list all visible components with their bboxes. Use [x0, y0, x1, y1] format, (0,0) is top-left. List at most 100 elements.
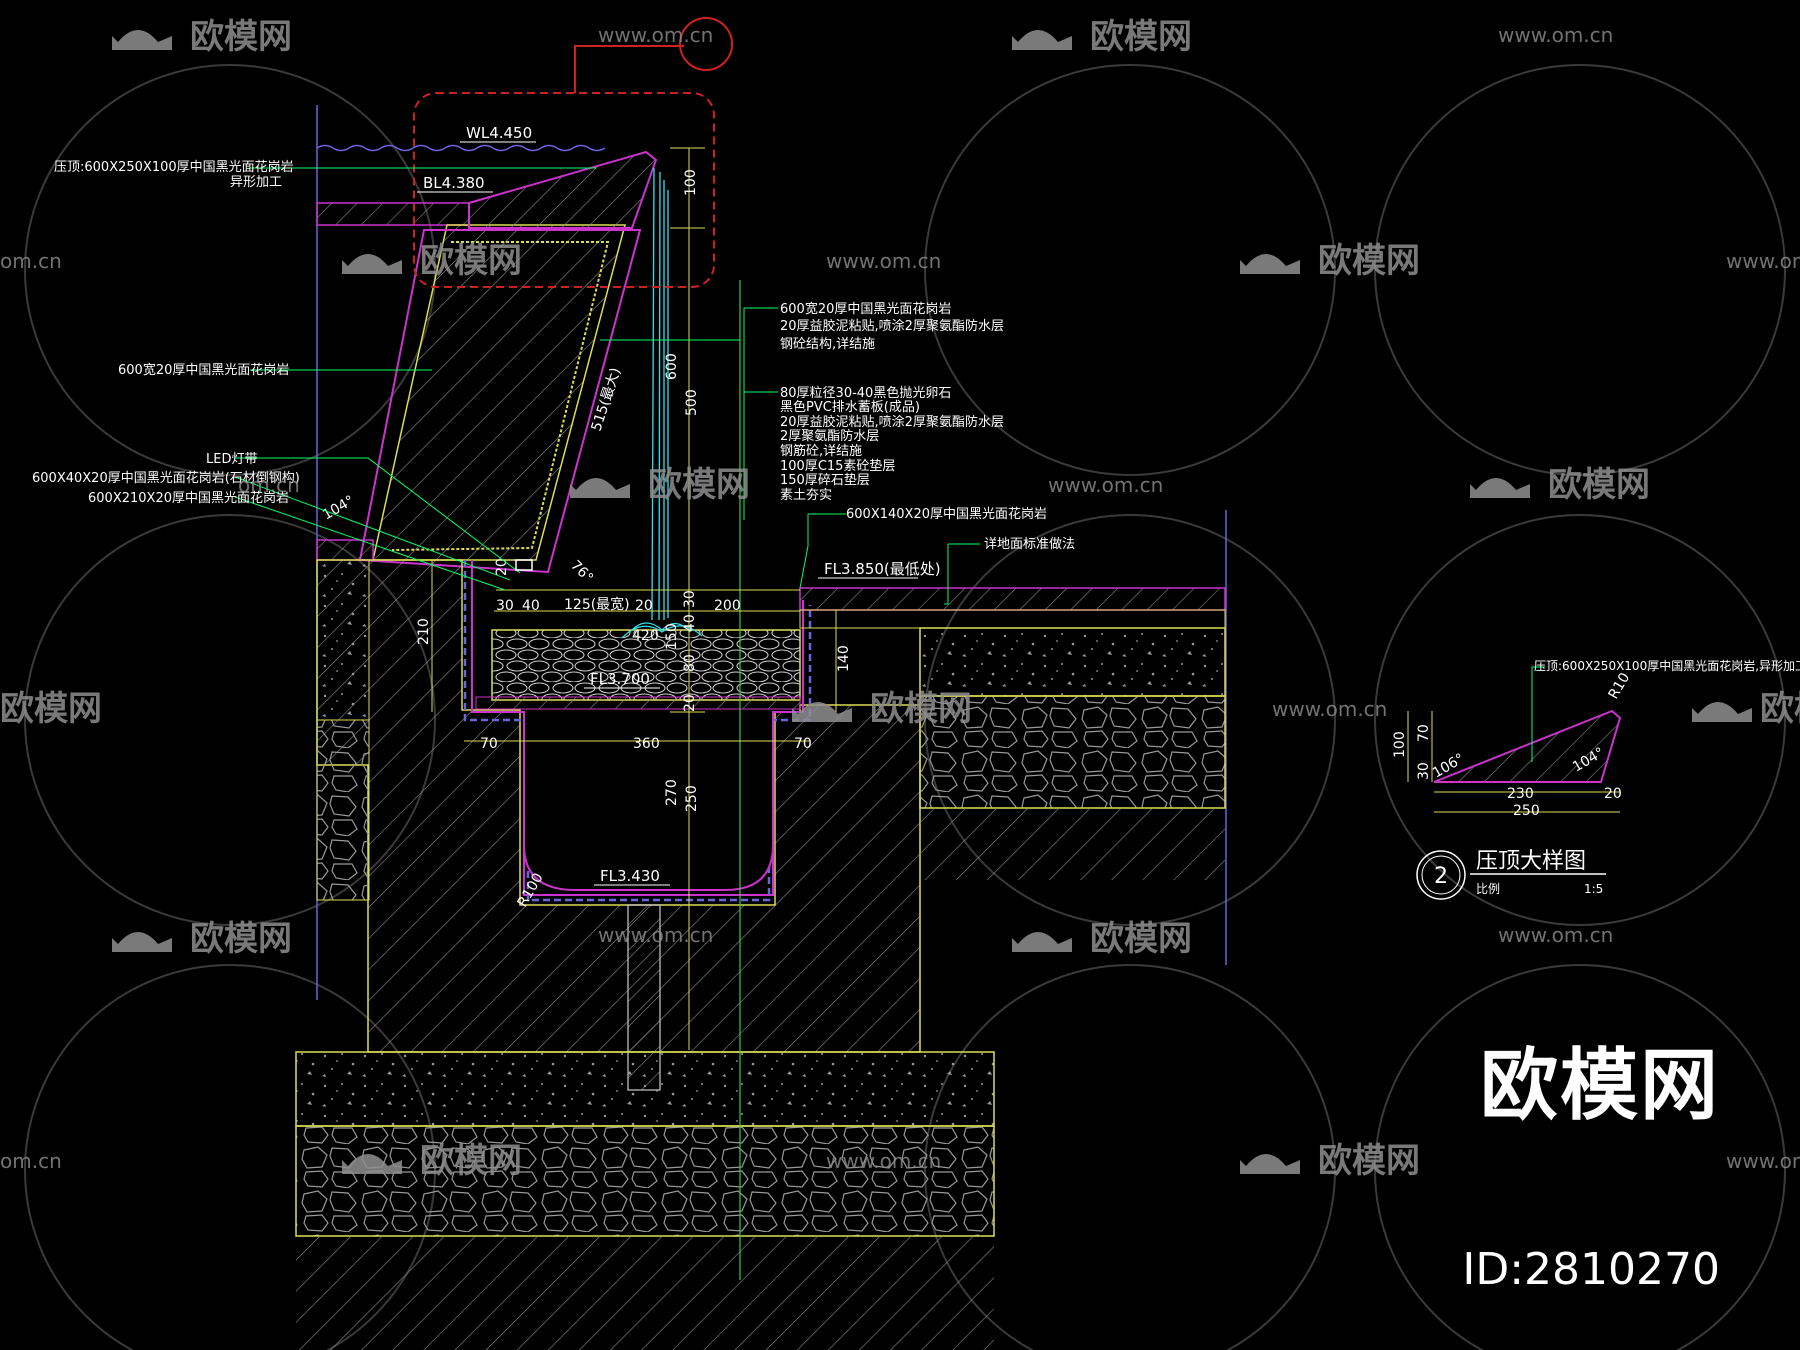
note-2-6: 150厚碎石垫层 [780, 472, 870, 488]
svg-text:欧模网: 欧模网 [0, 689, 102, 729]
detail-label: 压顶:600X250X100厚中国黑光面花岗岩,异形加工 [1534, 658, 1800, 673]
brand-watermark-large: 欧模网 [1479, 1041, 1720, 1131]
drain-channel [523, 712, 774, 891]
label-stone-b: 600X210X20厚中国黑光面花岗岩 [88, 490, 289, 506]
elevation-markers: WL4.450 BL4.380 FL3.850(最低处) FL3.700 FL3… [417, 124, 941, 886]
note-2-7: 素土夯实 [780, 488, 832, 503]
elev-fl-mid: FL3.700 [590, 670, 650, 688]
note-2-3: 2厚聚氨酯防水层 [780, 428, 879, 444]
label-cap-line2: 异形加工 [230, 175, 282, 190]
dim-d70a: 70 [480, 736, 498, 752]
left-stone-column [316, 719, 370, 901]
note-2-4: 钢筋砼,详结施 [780, 443, 862, 459]
paving-concrete [919, 627, 1226, 697]
svg-text:欧模网: 欧模网 [420, 1141, 522, 1181]
elev-bl: BL4.380 [423, 174, 485, 192]
dim-d270: 270 [664, 779, 680, 806]
detail-r10: R10 [1606, 670, 1634, 702]
svg-text:www.om.cn: www.om.cn [1048, 473, 1163, 497]
dim-d200: 200 [714, 598, 741, 614]
watermark-text: 欧模网 欧模网 欧模网 欧模网 欧模网 欧模网 欧模网 欧模网 欧模网 欧模网 … [0, 17, 1800, 1181]
drain-board [475, 696, 801, 710]
coping-detail: 压顶:600X250X100厚中国黑光面花岗岩,异形加工 R10 106° 10… [1392, 658, 1800, 900]
detail-d20: 20 [1604, 786, 1622, 802]
revision-callout [413, 17, 733, 288]
note-paving: 600X140X20厚中国黑光面花岗岩 [846, 506, 1047, 522]
svg-text:www.om.cn: www.om.cn [826, 249, 941, 273]
note-paving-ref: 详地面标准做法 [984, 537, 1075, 552]
svg-text:欧模网: 欧模网 [1090, 919, 1192, 959]
svg-text:www.om.cn: www.om.cn [1498, 923, 1613, 947]
elev-fl-top: FL3.850(最低处) [824, 560, 941, 578]
dim-v600: 600 [664, 353, 680, 380]
notes-group-1: 600宽20厚中国黑光面花岗岩 20厚益胶泥粘贴,喷涂2厚聚氨酯防水层 钢砼结构… [780, 301, 1004, 352]
dim-d40: 40 [522, 598, 540, 614]
svg-text:欧模网: 欧模网 [420, 241, 522, 281]
svg-text:欧模网: 欧模网 [1318, 1141, 1420, 1181]
detail-d250: 250 [1513, 803, 1540, 819]
left-ledge [316, 539, 374, 561]
inclined-wall-inner [391, 241, 610, 551]
svg-text:om.cn: om.cn [0, 249, 62, 273]
inclined-wall-facing [358, 229, 642, 574]
model-id-label: ID:2810270 [1462, 1244, 1720, 1295]
watermark-logo-icons [112, 30, 1752, 1174]
svg-text:www.om.cn: www.om.cn [1498, 23, 1613, 47]
note-2-0: 80厚粒径30-40黑色抛光卵石 [780, 385, 951, 401]
note-1-1: 20厚益胶泥粘贴,喷涂2厚聚氨酯防水层 [780, 318, 1004, 334]
detail-scale: 1:5 [1584, 882, 1603, 896]
dim-angle76: 76° [567, 558, 596, 587]
note-1-2: 钢砼结构,详结施 [780, 337, 875, 352]
svg-text:欧模网: 欧模网 [1760, 689, 1800, 729]
right-leaders [600, 307, 980, 605]
paving-mortar [799, 609, 1226, 629]
svg-text:欧模网: 欧模网 [1090, 17, 1192, 57]
detail-title: 压顶大样图 [1476, 849, 1586, 874]
dim-d250: 250 [684, 785, 700, 812]
note-2-1: 黑色PVC排水蓄板(成品) [780, 399, 920, 415]
label-stone-a: 600X40X20厚中国黑光面花岗岩(石材倒钢构) [32, 470, 300, 486]
base-gravel [295, 1125, 995, 1237]
coping-stone [468, 150, 658, 229]
dim-v100: 100 [683, 169, 699, 196]
dim-d80: 80 [682, 654, 698, 672]
svg-text:www.om.cn: www.om.cn [1726, 249, 1800, 273]
dimension-lines [431, 147, 837, 1050]
detail-d70: 70 [1416, 724, 1432, 742]
detail-d30: 30 [1416, 762, 1432, 780]
notes-group-2: 80厚粒径30-40黑色抛光卵石 黑色PVC排水蓄板(成品) 20厚益胶泥粘贴,… [780, 385, 1004, 503]
dim-d20: 20 [635, 598, 653, 614]
top-slab [316, 202, 470, 226]
elev-fl-bottom: FL3.430 [600, 867, 660, 885]
detail-d230: 230 [1507, 786, 1534, 802]
dim-d30v: 30 [682, 590, 698, 608]
paving-gravel [919, 695, 1226, 809]
svg-text:www.om.cn: www.om.cn [826, 1149, 941, 1173]
detail-coping-shape [1433, 709, 1622, 783]
water-curtain [621, 167, 703, 639]
svg-text:www.om.cn: www.om.cn [598, 923, 713, 947]
label-led: LED灯带 [206, 452, 257, 467]
svg-text:om.cn: om.cn [238, 473, 300, 497]
dim-v500: 500 [684, 389, 700, 416]
elev-wl: WL4.450 [466, 124, 532, 142]
svg-text:www.om.cn: www.om.cn [1726, 1149, 1800, 1173]
dim-d420: 420 [632, 628, 659, 644]
dim-d40v: 40 [682, 614, 698, 632]
note-2-2: 20厚益胶泥粘贴,喷涂2厚聚氨酯防水层 [780, 414, 1004, 430]
left-gravel-column [316, 559, 370, 721]
dim-d140: 140 [836, 645, 852, 672]
note-1-0: 600宽20厚中国黑光面花岗岩 [780, 301, 951, 317]
dim-d70b: 70 [794, 736, 812, 752]
water-surface [316, 144, 606, 152]
left-leaders [234, 167, 596, 591]
paving-soil [920, 808, 1225, 880]
trough-waterproofing [471, 560, 804, 896]
svg-text:om.cn: om.cn [0, 1149, 62, 1173]
detail-scale-label: 比例 [1476, 882, 1500, 896]
svg-text:www.om.cn: www.om.cn [598, 23, 713, 47]
note-2-5: 100厚C15素砼垫层 [780, 458, 895, 474]
svg-text:欧模网: 欧模网 [870, 689, 972, 729]
svg-text:欧模网: 欧模网 [190, 17, 292, 57]
